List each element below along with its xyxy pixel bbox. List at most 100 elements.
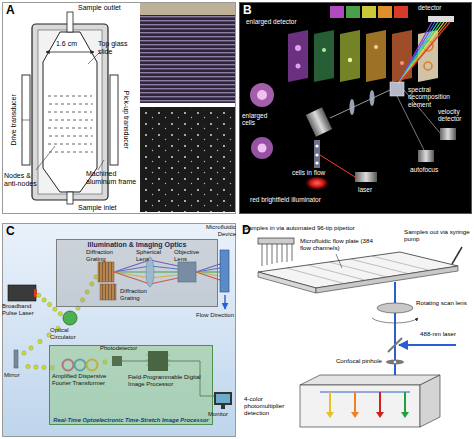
time-stretch-system xyxy=(220,250,229,292)
time-stretch-system xyxy=(42,298,46,302)
microfluidic-flow-plate-system xyxy=(336,254,342,268)
part-label: Field-Programmable Digital Image Process… xyxy=(128,374,204,387)
part-label: Spherical Lens xyxy=(136,249,168,262)
acoustic-device xyxy=(48,96,93,152)
microfluidic-flow-plate-system xyxy=(262,244,292,266)
part-label: Pick-up transducer xyxy=(122,80,130,160)
microfluidic-flow-plate-system xyxy=(239,223,472,437)
acoustic-device xyxy=(48,112,92,113)
imaging-flow-cytometer xyxy=(418,150,434,162)
part-label: Samples in via automated 96-tip pipettor xyxy=(244,225,400,232)
part-label: Monitor xyxy=(208,411,236,418)
imaging-flow-cytometer xyxy=(315,161,318,164)
microfluidic-flow-plate-system xyxy=(326,412,334,418)
imaging-flow-cytometer xyxy=(362,6,376,18)
imaging-flow-cytometer xyxy=(355,172,377,182)
microfluidic-flow-plate-system xyxy=(329,392,331,412)
part-label: enlarged detector xyxy=(246,18,326,25)
microfluidic-flow-plate-system xyxy=(394,361,396,363)
imaging-flow-cytometer xyxy=(320,155,355,177)
imaging-flow-cytometer xyxy=(239,2,472,214)
imaging-flow-cytometer xyxy=(295,45,301,51)
panel-letter: C xyxy=(6,225,15,238)
time-stretch-system xyxy=(221,405,225,409)
part-label: cells in flow xyxy=(292,169,332,176)
time-stretch-system xyxy=(53,307,57,311)
imaging-flow-cytometer xyxy=(296,64,301,69)
part-label: 4-color photomultiplier detection xyxy=(244,396,298,417)
imaging-flow-cytometer xyxy=(315,153,318,156)
microfluidic-flow-plate-system xyxy=(320,392,410,393)
part-label: Drive transducer xyxy=(10,85,18,155)
imaging-flow-cytometer xyxy=(348,58,352,62)
imaging-flow-cytometer xyxy=(374,45,378,49)
acoustic-device xyxy=(110,75,118,165)
acoustic-device xyxy=(22,52,104,170)
part-label: autofocus xyxy=(410,166,450,173)
time-stretch-system xyxy=(22,351,26,355)
time-stretch-system xyxy=(29,346,33,350)
part-label: 488-nm laser xyxy=(420,331,470,338)
part-label: Machined aluminum frame xyxy=(86,170,138,186)
microfluidic-flow-plate-system xyxy=(404,392,406,412)
part-label: Objective Lens xyxy=(174,249,206,262)
imaging-flow-cytometer xyxy=(366,30,386,82)
imaging-flow-cytometer xyxy=(330,6,344,18)
microfluidic-flow-plate-system xyxy=(372,256,430,270)
microfluidic-flow-plate-system xyxy=(452,247,462,264)
imaging-flow-cytometer xyxy=(370,90,375,106)
microfluidic-flow-plate-system xyxy=(300,385,420,427)
acoustic-device xyxy=(140,3,235,15)
part-label: Sample inlet xyxy=(78,204,128,212)
acoustic-device xyxy=(67,12,73,32)
microfluidic-flow-plate-system xyxy=(258,272,316,293)
microfluidic-flow-plate-system xyxy=(399,344,456,346)
part-label: Top glass slide xyxy=(98,40,140,56)
part-label: 1.6 cm xyxy=(56,40,96,48)
microfluidic-flow-plate-system xyxy=(376,412,384,418)
acoustic-device xyxy=(22,120,30,121)
acoustic-device xyxy=(140,3,235,103)
imaging-flow-cytometer xyxy=(314,140,320,168)
acoustic-device xyxy=(140,107,235,212)
microfluidic-flow-plate-system xyxy=(420,375,440,427)
panel-letter: A xyxy=(6,4,15,17)
part-label: Amplified Dispersive Fourier Transformer xyxy=(52,373,118,386)
microfluidic-flow-plate-system xyxy=(386,360,404,365)
time-stretch-system xyxy=(224,295,225,309)
part-label: Diffraction Grating xyxy=(120,288,156,301)
part-label: Broadband Pulse Laser xyxy=(2,303,42,316)
imaging-flow-cytometer xyxy=(315,144,318,147)
time-stretch-system xyxy=(38,339,42,343)
imaging-flow-cytometer xyxy=(398,22,450,84)
part-label: Sample outlet xyxy=(78,4,138,12)
imaging-flow-cytometer xyxy=(440,128,456,140)
acoustic-device xyxy=(67,192,73,204)
imaging-flow-cytometer xyxy=(314,30,334,82)
acoustic-device xyxy=(49,104,93,105)
acoustic-device xyxy=(48,128,92,129)
microfluidic-flow-plate-system xyxy=(286,256,429,284)
microfluidic-flow-plate-system xyxy=(394,282,396,385)
microfluidic-flow-plate-system xyxy=(316,266,458,293)
acoustic-device xyxy=(98,160,104,170)
figure-panel: B xyxy=(239,2,472,214)
microfluidic-flow-plate-system xyxy=(292,244,293,261)
microfluidic-flow-plate-system xyxy=(379,392,381,412)
acoustic-device xyxy=(49,120,93,121)
imaging-flow-cytometer xyxy=(428,16,454,22)
time-stretch-system xyxy=(42,365,46,369)
box-title: Real-Time Optoelectronic Time-Stretch Im… xyxy=(52,417,210,423)
panel-letter: B xyxy=(243,4,252,17)
imaging-flow-cytometer xyxy=(390,82,404,96)
microfluidic-flow-plate-system xyxy=(262,244,263,266)
part-label: Mirror xyxy=(4,372,34,379)
imaging-flow-cytometer xyxy=(392,30,412,82)
part-label: velocity detector xyxy=(438,108,472,123)
imaging-flow-cytometer xyxy=(424,62,432,70)
microfluidic-flow-plate-system xyxy=(329,262,387,277)
imaging-flow-cytometer xyxy=(306,107,332,136)
time-stretch-system xyxy=(214,392,232,405)
microfluidic-flow-plate-system xyxy=(239,223,472,437)
